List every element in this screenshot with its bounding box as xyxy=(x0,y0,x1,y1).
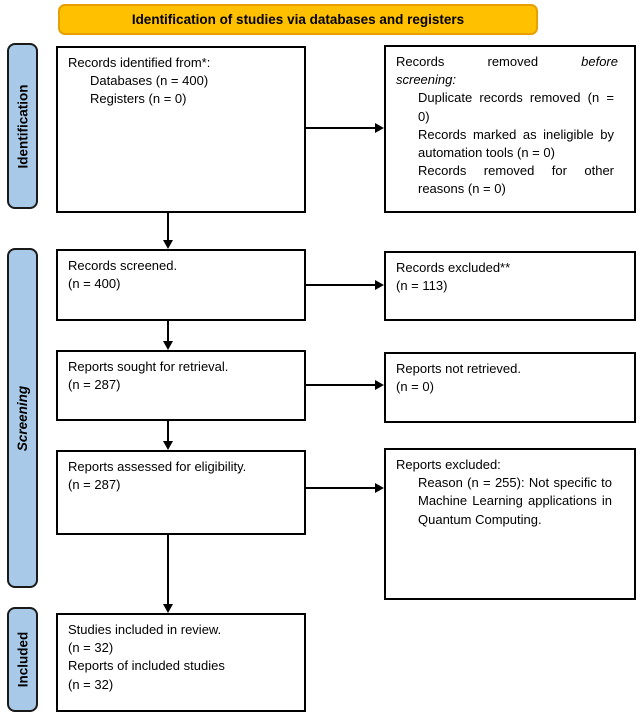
arrow-screened-to-excluded xyxy=(306,279,384,291)
box-reports-assessed-line: (n = 287) xyxy=(68,477,121,493)
box-records-removed-item: Duplicate records removed (n = 0) xyxy=(418,90,614,124)
title-banner: Identification of studies via databases … xyxy=(58,4,538,35)
arrow-sought-to-not-retrieved xyxy=(306,379,384,391)
arrowhead-down-icon xyxy=(163,240,173,249)
box-records-excluded-line: Records excluded** xyxy=(396,260,511,275)
stage-label-included: Included xyxy=(7,607,38,712)
arrowhead-right-icon xyxy=(375,483,384,493)
arrow-identified-to-removed xyxy=(306,122,384,134)
box-studies-included: Studies included in review. (n = 32) Rep… xyxy=(56,613,306,712)
box-records-removed-title-line1: Records removed before xyxy=(396,53,618,71)
box-studies-included-line: (n = 32) xyxy=(68,676,114,692)
arrowhead-right-icon xyxy=(375,380,384,390)
box-records-excluded-line: (n = 113) xyxy=(396,278,448,294)
arrow-screened-to-sought xyxy=(162,321,174,350)
box-studies-included-line: (n = 32) xyxy=(68,640,114,656)
stage-label-screening: Screening xyxy=(7,248,38,588)
box-reports-not-retrieved-line: Reports not retrieved. xyxy=(396,361,522,376)
arrow-line xyxy=(306,127,375,129)
box-reports-not-retrieved-line: (n = 0) xyxy=(396,379,434,395)
arrow-line xyxy=(306,284,375,286)
box-reports-sought-line: Reports sought for retrieval. xyxy=(68,359,229,374)
arrow-line xyxy=(167,535,169,604)
stage-label-identification-text: Identification xyxy=(15,84,30,168)
box-reports-assessed-line: Reports assessed for eligibility. xyxy=(68,459,247,474)
box-records-screened-line: Records screened. xyxy=(68,258,178,273)
word: Records xyxy=(396,54,445,69)
arrowhead-right-icon xyxy=(375,123,384,133)
arrow-sought-to-assessed xyxy=(162,420,174,450)
arrowhead-down-icon xyxy=(163,341,173,350)
box-studies-included-line: Reports of included studies xyxy=(68,658,225,674)
arrow-line xyxy=(167,420,169,441)
stage-label-identification: Identification xyxy=(7,43,38,209)
arrow-assessed-to-reports-excluded xyxy=(306,482,384,494)
arrow-line xyxy=(167,321,169,341)
box-records-identified-item: Registers (n = 0) xyxy=(90,91,187,107)
arrow-line xyxy=(306,487,375,489)
word-italic: before xyxy=(581,54,618,69)
box-records-screened: Records screened. (n = 400) xyxy=(56,249,306,321)
arrow-line xyxy=(306,384,375,386)
stage-label-included-text: Included xyxy=(15,631,31,688)
box-studies-included-line: Studies included in review. xyxy=(68,622,222,637)
stage-label-screening-text: Screening xyxy=(15,385,30,451)
box-reports-not-retrieved: Reports not retrieved. (n = 0) xyxy=(384,352,636,423)
box-records-removed-title-line2: screening: xyxy=(396,72,456,88)
box-reports-excluded-title: Reports excluded: xyxy=(396,457,501,472)
arrow-identified-to-screened xyxy=(162,213,174,249)
arrowhead-down-icon xyxy=(163,441,173,450)
box-records-identified: Records identified from*: Databases (n =… xyxy=(56,46,306,213)
box-records-excluded: Records excluded** (n = 113) xyxy=(384,251,636,321)
box-records-removed-item: Records marked as ineligible by automati… xyxy=(418,126,614,160)
box-records-removed: Records removed before screening: Duplic… xyxy=(384,45,636,213)
box-records-removed-item: Records removed for other reasons (n = 0… xyxy=(418,163,614,197)
title-banner-label: Identification of studies via databases … xyxy=(131,12,465,27)
box-records-identified-title: Records identified from*: xyxy=(68,55,211,70)
box-reports-excluded-reason: Reason (n = 255): Not specific to Machin… xyxy=(418,475,612,527)
arrow-assessed-to-included xyxy=(162,535,174,613)
box-records-screened-line: (n = 400) xyxy=(68,276,121,292)
box-reports-sought: Reports sought for retrieval. (n = 287) xyxy=(56,350,306,421)
arrowhead-down-icon xyxy=(163,604,173,613)
box-reports-assessed: Reports assessed for eligibility. (n = 2… xyxy=(56,450,306,535)
box-reports-sought-line: (n = 287) xyxy=(68,377,121,393)
arrow-line xyxy=(167,213,169,240)
box-reports-excluded: Reports excluded: Reason (n = 255): Not … xyxy=(384,448,636,600)
word: removed xyxy=(487,54,539,69)
arrowhead-right-icon xyxy=(375,280,384,290)
box-records-identified-item: Databases (n = 400) xyxy=(90,73,209,89)
